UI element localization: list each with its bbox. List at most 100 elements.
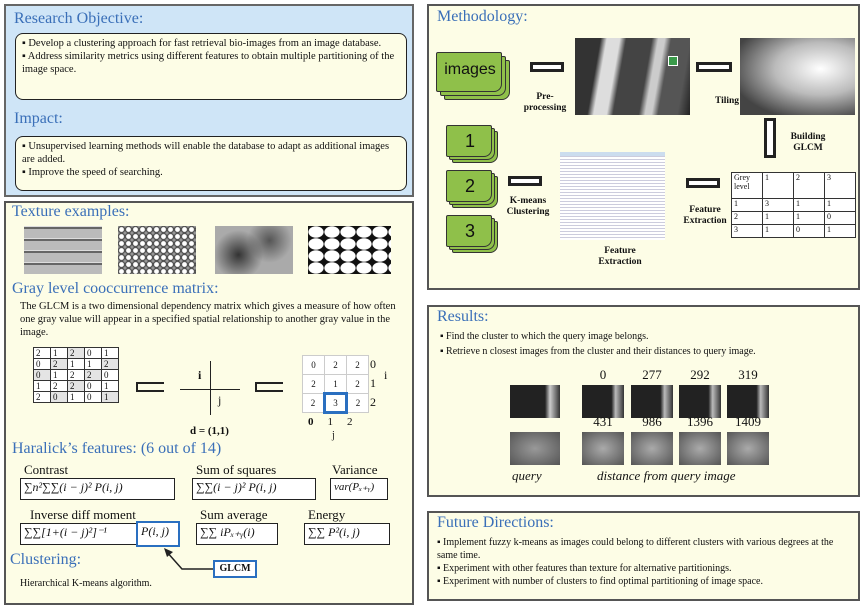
matrix-cell: 0 bbox=[84, 380, 102, 392]
matrix-cell: 2 bbox=[302, 374, 325, 394]
result-image bbox=[679, 432, 721, 465]
texture-image-pebbles bbox=[308, 226, 391, 274]
query-image bbox=[510, 385, 560, 418]
arrow-down-icon bbox=[764, 118, 776, 158]
matrix-cell: 2 bbox=[346, 393, 369, 413]
axis-vertical bbox=[210, 361, 211, 415]
result-image bbox=[727, 385, 769, 418]
cluster-2: 2 bbox=[446, 170, 498, 208]
glcm-title: Gray level cooccurrence matrix: bbox=[12, 280, 219, 297]
matrix-cell: 1 bbox=[793, 198, 825, 212]
matrix-cell: 1 bbox=[50, 347, 68, 359]
matrix-cell: 1 bbox=[101, 380, 119, 392]
matrix-cell: 0 bbox=[84, 347, 102, 359]
objective-panel: Research Objective: ▪ Develop a clusteri… bbox=[4, 4, 414, 197]
matrix-cell: 0 bbox=[101, 369, 119, 381]
matrix-cell: 2 bbox=[33, 347, 51, 359]
matrix-cell: 0 bbox=[824, 211, 856, 225]
matrix-cell: 1 bbox=[33, 380, 51, 392]
glcm-tag: GLCM bbox=[213, 560, 257, 578]
query-image bbox=[510, 432, 560, 465]
feature-extraction-arrow-label: Feature Extraction bbox=[683, 205, 727, 226]
matrix-cell: 2 bbox=[67, 380, 85, 392]
result-image bbox=[727, 432, 769, 465]
feature-formula: ∑∑(i − j)² P(i, j) bbox=[192, 478, 316, 500]
result-image bbox=[582, 385, 624, 418]
cluster-3: 3 bbox=[446, 215, 498, 253]
arrow-left-icon bbox=[686, 178, 720, 188]
tile-image bbox=[740, 38, 855, 115]
matrix-cell: 2 bbox=[793, 172, 825, 199]
matrix-cell: 1 bbox=[762, 224, 794, 238]
clustering-text: Hierarchical K-means algorithm. bbox=[20, 578, 152, 589]
matrix-cell: 3 bbox=[731, 224, 763, 238]
result-image bbox=[631, 432, 673, 465]
pointer-arrow-icon bbox=[164, 548, 213, 570]
result-image bbox=[679, 385, 721, 418]
future-bullet: ▪ Experiment with other features than te… bbox=[437, 563, 732, 574]
matrix-j-label: j bbox=[332, 430, 335, 441]
matrix-cell: Grey level bbox=[731, 172, 763, 199]
matrix-cell: 3 bbox=[762, 198, 794, 212]
matrix-cell: 2 bbox=[50, 380, 68, 392]
matrix-cell: 1 bbox=[324, 374, 347, 394]
building-glcm-label: Building GLCM bbox=[790, 132, 826, 153]
matrix-cell: 0 bbox=[33, 369, 51, 381]
objective-box: ▪ Develop a clustering approach for fast… bbox=[15, 33, 407, 100]
impact-box: ▪ Unsupervised learning methods will ena… bbox=[15, 136, 407, 191]
feature-name: Sum of squares bbox=[196, 462, 277, 477]
objective-bullet: ▪ Develop a clustering approach for fast… bbox=[22, 38, 382, 49]
row-labels: 0 1 2 bbox=[370, 355, 376, 412]
distance-value: 277 bbox=[642, 367, 662, 382]
matrix-cell: 3 bbox=[323, 392, 348, 414]
texture-image-noise bbox=[215, 226, 293, 274]
matrix-cell: 1 bbox=[101, 347, 119, 359]
future-bullets: ▪ Implement fuzzy k-means as images coul… bbox=[437, 536, 852, 588]
result-image bbox=[631, 385, 673, 418]
impact-bullet: ▪ Improve the speed of searching. bbox=[22, 167, 163, 178]
arrow-left-icon bbox=[508, 176, 542, 186]
results-title: Results: bbox=[437, 308, 489, 325]
matrix-cell: 0 bbox=[302, 355, 325, 375]
matrix-cell: 2 bbox=[67, 347, 85, 359]
axis-j-label: j bbox=[218, 393, 222, 407]
distance-value: 986 bbox=[642, 414, 662, 429]
matrix-cell: 1 bbox=[731, 198, 763, 212]
arrow-icon bbox=[530, 62, 564, 72]
matrix-cell: 2 bbox=[346, 374, 369, 394]
matrix-cell: 1 bbox=[67, 391, 85, 403]
feature-name: Contrast bbox=[24, 462, 69, 477]
cluster-label: 2 bbox=[464, 176, 475, 196]
glcm-highlight: P(i, j) bbox=[136, 521, 180, 547]
distance-label: distance from query image bbox=[597, 468, 736, 483]
row-label: 2 bbox=[370, 395, 376, 409]
cluster-1: 1 bbox=[446, 125, 498, 163]
feature-formula: ∑n²∑∑(i − j)² P(i, j) bbox=[20, 478, 175, 500]
matrix-cell: 1 bbox=[84, 358, 102, 370]
feature-formula: ∑∑ P²(i, j) bbox=[304, 523, 390, 545]
clustering-title: Clustering: bbox=[10, 551, 82, 568]
col-label: 0 bbox=[308, 416, 314, 428]
tiling-label: Tiling bbox=[714, 96, 740, 106]
matrix-cell: 1 bbox=[824, 224, 856, 238]
offset-label: d = (1,1) bbox=[190, 425, 229, 437]
matrix-cell: 3 bbox=[824, 172, 856, 199]
future-title: Future Directions: bbox=[437, 514, 554, 531]
feature-table-image bbox=[560, 152, 665, 240]
preprocessing-label: Pre-processing bbox=[523, 92, 567, 113]
formula-text: ∑∑[1+(i − j)²]⁻¹ bbox=[24, 525, 107, 539]
row-label: 0 bbox=[370, 357, 376, 371]
matrix-cell: 0 bbox=[33, 358, 51, 370]
matrix-cell: 0 bbox=[793, 224, 825, 238]
distance-value: 431 bbox=[593, 414, 613, 429]
matrix-cell: 2 bbox=[101, 358, 119, 370]
tile-marker bbox=[668, 56, 678, 66]
haralick-title: Haralick’s features: (6 out of 14) bbox=[12, 440, 222, 457]
distance-value: 1409 bbox=[735, 414, 761, 429]
matrix-cell: 2 bbox=[324, 355, 347, 375]
images-label: images bbox=[444, 61, 496, 78]
feature-name: Energy bbox=[308, 507, 346, 522]
cluster-label: 1 bbox=[464, 131, 475, 151]
